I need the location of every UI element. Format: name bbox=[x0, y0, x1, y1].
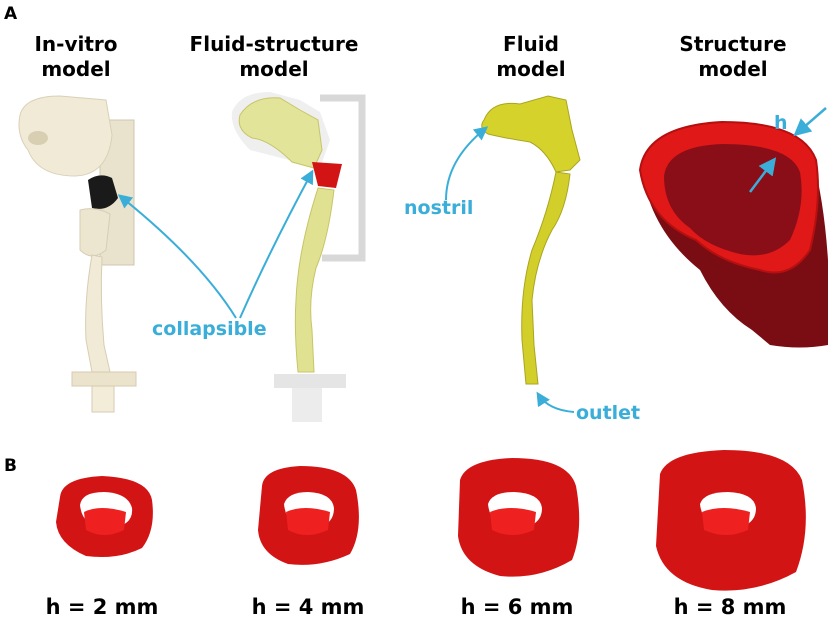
ring-inner-wall bbox=[286, 508, 330, 535]
in-vitro-model bbox=[19, 96, 136, 412]
nostril-label: nostril bbox=[404, 197, 473, 219]
fsi-base-plate bbox=[274, 374, 346, 388]
thickness-arrow-outer bbox=[796, 108, 826, 134]
thickness-label: h bbox=[774, 112, 788, 134]
ring-h-4mm bbox=[258, 466, 359, 565]
ring-inner-wall bbox=[490, 508, 536, 535]
fsi-airway-lower bbox=[295, 188, 334, 372]
fsi-collapsible-section bbox=[312, 162, 342, 188]
in-vitro-trachea bbox=[86, 255, 110, 372]
fluid-airway-upper bbox=[482, 96, 580, 172]
ring-inner-wall bbox=[702, 508, 750, 535]
ring-h-2mm bbox=[56, 476, 153, 557]
in-vitro-outlet-tube bbox=[92, 386, 114, 412]
fsi-outlet-tube bbox=[292, 388, 322, 422]
structure-model bbox=[640, 122, 828, 348]
outlet-arrow bbox=[538, 394, 574, 412]
thickness-label-2mm: h = 2 mm bbox=[22, 595, 182, 619]
ring-inner-wall bbox=[84, 508, 126, 535]
in-vitro-pharynx bbox=[80, 209, 110, 256]
fluid-model bbox=[482, 96, 580, 384]
ring-h-8mm bbox=[656, 450, 806, 591]
collapsible-arrow-in-vitro bbox=[120, 196, 236, 318]
outlet-label: outlet bbox=[576, 402, 640, 424]
fluid-airway-lower bbox=[522, 172, 570, 384]
thickness-label-4mm: h = 4 mm bbox=[228, 595, 388, 619]
collapsible-label: collapsible bbox=[152, 318, 267, 340]
fluid-structure-model bbox=[232, 92, 362, 422]
in-vitro-base-plate bbox=[72, 372, 136, 386]
thickness-label-6mm: h = 6 mm bbox=[437, 595, 597, 619]
ring-h-6mm bbox=[458, 458, 579, 577]
nostril-arrow bbox=[446, 128, 486, 200]
thickness-label-8mm: h = 8 mm bbox=[650, 595, 810, 619]
in-vitro-nostril-shape bbox=[28, 131, 48, 145]
